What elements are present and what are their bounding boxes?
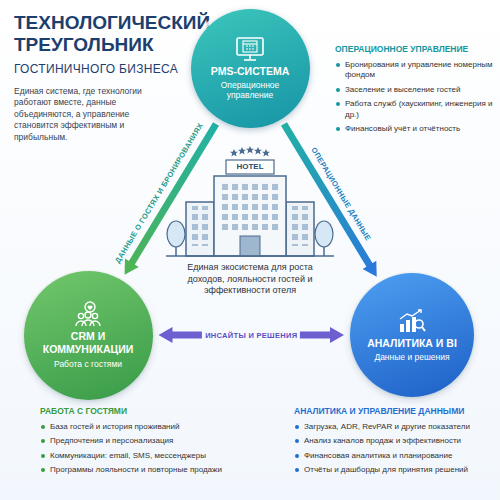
magnifier bbox=[415, 320, 423, 328]
circle-subtitle: Данные и решения bbox=[364, 352, 461, 362]
person bbox=[78, 314, 83, 319]
magnifier-handle bbox=[422, 327, 425, 331]
circle-title: PMS-СИСТЕМА bbox=[207, 65, 294, 78]
star bbox=[254, 147, 262, 155]
arrow-head bbox=[330, 327, 344, 343]
screen bbox=[237, 38, 263, 55]
list-heading: РАБОТА С ГОСТЯМИ bbox=[40, 406, 255, 416]
stand bbox=[244, 59, 256, 61]
list-item: Коммуникации: email, SMS, мессенджеры bbox=[40, 451, 255, 461]
feature-list: АНАЛИТИКА И УПРАВЛЕНИЕ ДАННЫМИ Загрузка, … bbox=[294, 406, 494, 480]
list-item: Заселение и выселение гостей bbox=[335, 85, 493, 95]
system-circle: CRM И КОММУНИКАЦИИ Работа с гостями bbox=[24, 271, 153, 400]
description: Единая система, где технологии работают … bbox=[14, 86, 174, 143]
calendar bbox=[243, 43, 257, 44]
feature-list: РАБОТА С ГОСТЯМИ База гостей и история пр… bbox=[40, 406, 255, 480]
wing bbox=[186, 202, 214, 256]
list-item: Работа служб (хаускипинг, инженерия и др… bbox=[335, 99, 493, 120]
tree bbox=[167, 221, 185, 247]
star bbox=[230, 149, 238, 157]
arrow-head bbox=[125, 259, 139, 275]
tree bbox=[315, 221, 333, 247]
circle-content: CRM И КОММУНИКАЦИИ Работа с гостями bbox=[40, 301, 137, 368]
list-item: Анализ каналов продаж и эффективности bbox=[294, 436, 494, 446]
arrow-head bbox=[159, 327, 173, 343]
hotel-sign-text: HOTEL bbox=[226, 160, 274, 174]
circle-subtitle: Операционное управление bbox=[207, 80, 294, 100]
windows bbox=[220, 182, 280, 232]
system-circle: АНАЛИТИКА И BI Данные и решения bbox=[350, 273, 474, 397]
list-item: База гостей и история проживаний bbox=[40, 422, 255, 432]
calendar-cells bbox=[246, 46, 254, 49]
edge-label: ИНСАЙТЫ И РЕШЕНИЯ bbox=[202, 330, 300, 341]
circle-subtitle: Работа с гостями bbox=[40, 359, 137, 369]
connector-arrow bbox=[159, 327, 345, 343]
heart bbox=[88, 306, 93, 310]
list-item: Предпочтения и персонализация bbox=[40, 436, 255, 446]
person bbox=[85, 312, 91, 318]
people-icon bbox=[73, 301, 103, 327]
stand bbox=[249, 55, 251, 59]
feature-list: ОПЕРАЦИОННОЕ УПРАВЛЕНИЕ Бронирования и уп… bbox=[335, 44, 493, 138]
star bbox=[262, 149, 270, 157]
chart-icon bbox=[397, 308, 427, 334]
bar bbox=[406, 320, 410, 332]
hotel-sign bbox=[226, 160, 274, 174]
person bbox=[92, 314, 97, 319]
connector-line bbox=[284, 124, 371, 267]
connector-line bbox=[131, 124, 216, 264]
subtitle: ГОСТИНИЧНОГО БИЗНЕСА bbox=[14, 62, 214, 76]
wing bbox=[286, 202, 314, 256]
main-block bbox=[214, 176, 286, 256]
list-item: Финансовая аналитика и планирование bbox=[294, 451, 494, 461]
arrow-head bbox=[363, 261, 377, 277]
connector-arrow bbox=[125, 124, 216, 275]
list-item: Загрузка, ADR, RevPAR и другие показател… bbox=[294, 422, 494, 432]
star bbox=[246, 146, 254, 154]
person-body bbox=[76, 320, 100, 326]
trend-arrow bbox=[418, 310, 421, 313]
ground-line bbox=[166, 255, 334, 257]
calendar bbox=[243, 41, 257, 52]
monitor-icon bbox=[235, 36, 265, 62]
door bbox=[240, 236, 260, 256]
edge-label: ОПЕРАЦИОННЫЕ ДАННЫЕ bbox=[307, 142, 375, 245]
list-item: Бронирования и управление номерным фондо… bbox=[335, 60, 493, 81]
windows bbox=[290, 206, 310, 246]
list-item: Отчёты и дашборды для принятия решений bbox=[294, 465, 494, 475]
connector-arrow bbox=[284, 124, 377, 277]
star bbox=[238, 147, 246, 155]
circle-title: АНАЛИТИКА И BI bbox=[364, 337, 461, 350]
list-heading: ОПЕРАЦИОННОЕ УПРАВЛЕНИЕ bbox=[335, 44, 493, 54]
bar bbox=[400, 324, 404, 332]
list-heading: АНАЛИТИКА И УПРАВЛЕНИЕ ДАННЫМИ bbox=[294, 406, 494, 416]
bubble bbox=[85, 302, 95, 312]
circle-content: PMS-СИСТЕМА Операционное управление bbox=[207, 36, 294, 101]
edge-label: ДАННЫЕ О ГОСТЯХ И БРОНИРОВАНИЯХ bbox=[111, 118, 208, 268]
windows bbox=[190, 206, 210, 246]
system-circle: PMS-СИСТЕМА Операционное управление bbox=[191, 9, 310, 128]
trend-line bbox=[400, 310, 421, 319]
center-caption: Единая экосистема для роста доходов, лоя… bbox=[172, 262, 328, 297]
circle-content: АНАЛИТИКА И BI Данные и решения bbox=[364, 308, 461, 363]
circle-title: CRM И КОММУНИКАЦИИ bbox=[40, 330, 137, 355]
list-item: Программы лояльности и повторные продажи bbox=[40, 465, 255, 475]
list-item: Финансовый учёт и отчётность bbox=[335, 124, 493, 134]
